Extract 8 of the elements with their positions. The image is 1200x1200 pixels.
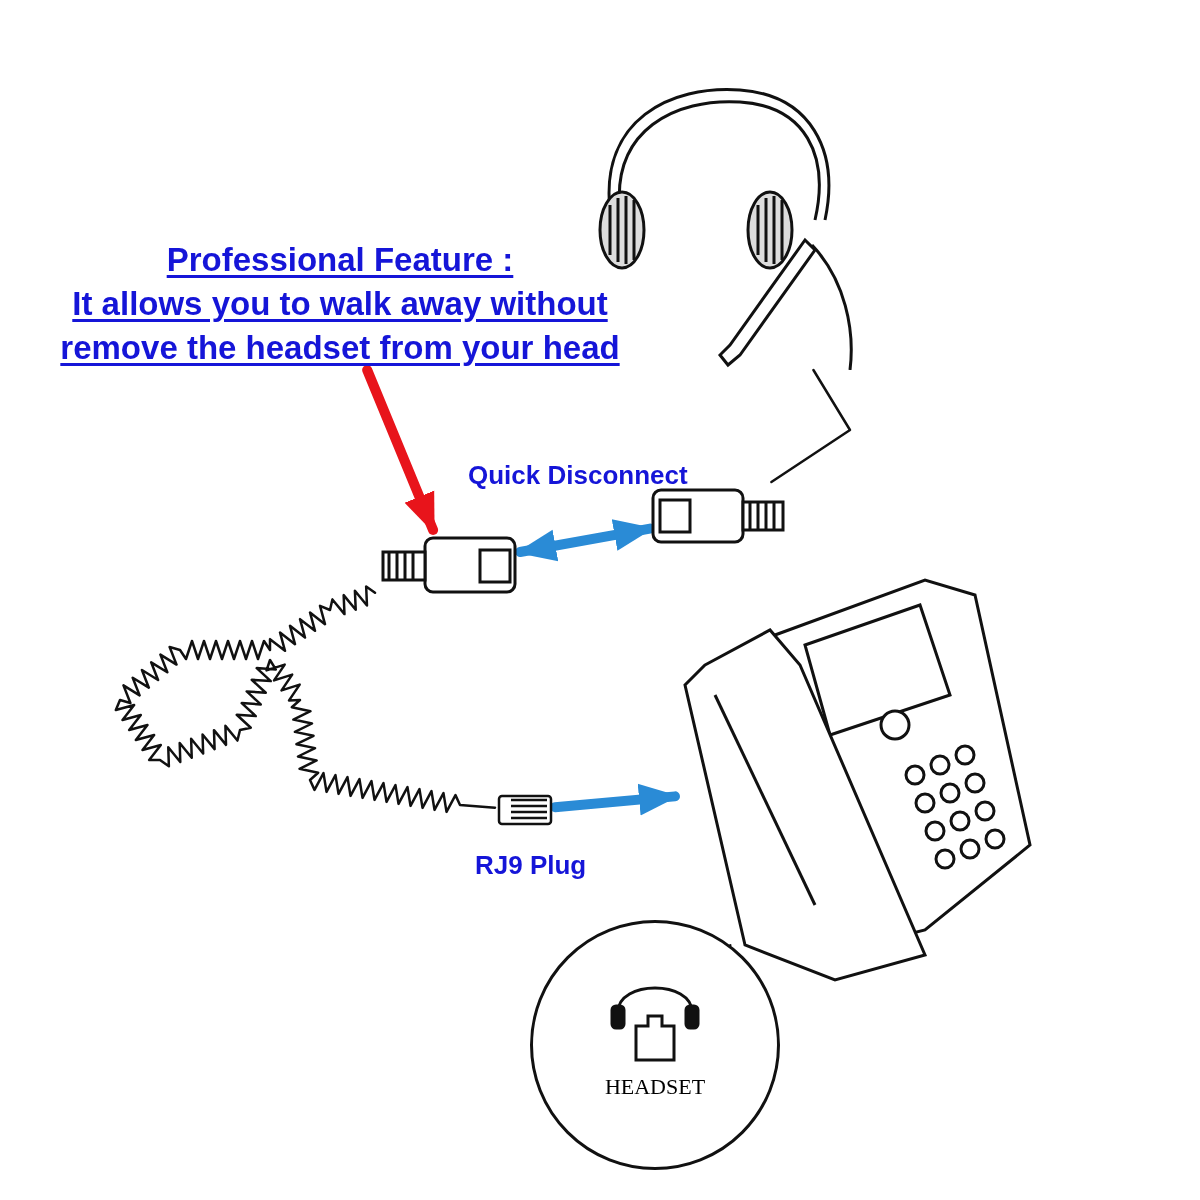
callout-heading: Professional Feature : xyxy=(166,240,514,280)
part-label: RJ9 Plug xyxy=(475,849,587,882)
part-label: Quick Disconnect xyxy=(468,459,688,492)
coiled-cord xyxy=(114,585,497,814)
arrow xyxy=(362,365,439,535)
cable xyxy=(770,368,852,484)
port-label: HEADSET xyxy=(604,1072,706,1101)
callout-text: It allows you to walk away without remove the headset from your head xyxy=(59,284,621,368)
